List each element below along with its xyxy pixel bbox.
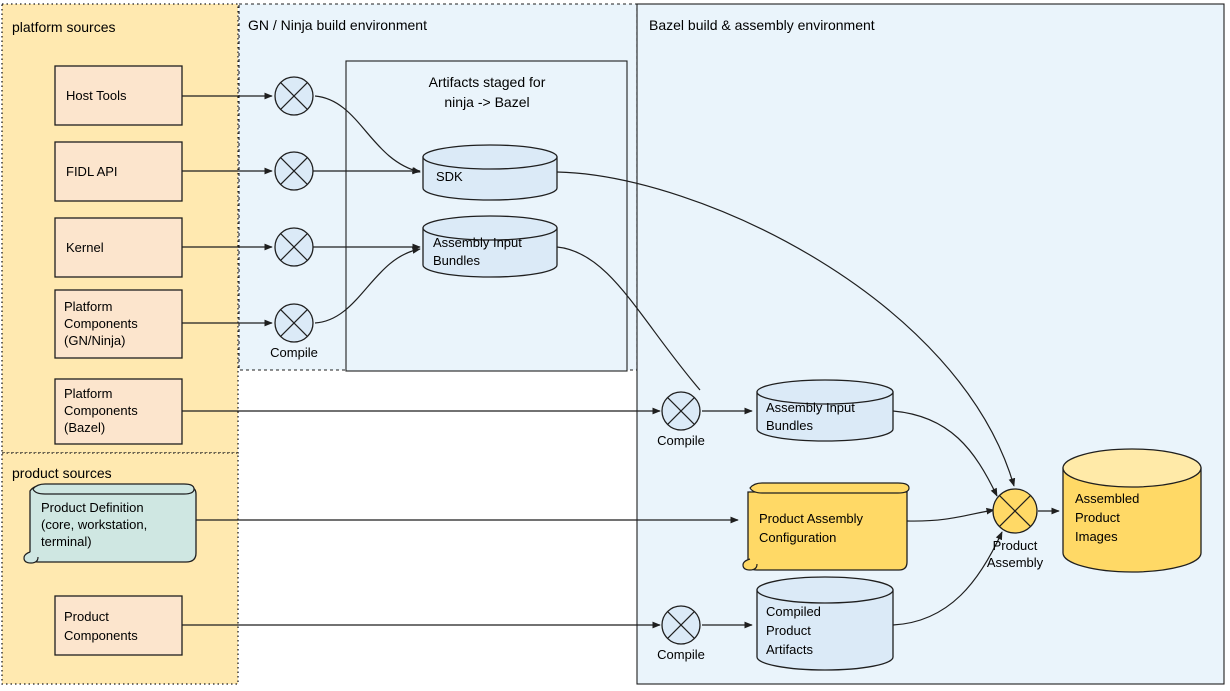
node-product-assembly[interactable]: Product Assembly [987,488,1044,570]
node-compiled-product-artifacts-label-1: Compiled [766,604,821,619]
edge-compile-platform-gn-to-aib [314,247,421,324]
edge-aib-bazel-to-product-assembly [892,410,998,497]
region-bazel-env: Bazel build & assembly environment [636,3,1225,685]
node-assembly-input-bundles-ninja[interactable]: Assembly Input Bundles [422,215,558,278]
region-staged-artifacts-label-line2: ninja -> Bazel [444,94,529,110]
node-platform-components-gn-ninja-label-2: Components [64,316,138,331]
edge-compile-host-tools-to-sdk [314,95,421,174]
node-assembled-product-images-label-2: Product [1075,510,1120,525]
node-product-assembly-label-1: Product [993,538,1038,553]
edge-aib-ninja-to-product-assembly [556,246,701,391]
node-sdk[interactable]: SDK [422,144,558,201]
node-compiled-product-artifacts-label-3: Artifacts [766,642,813,657]
node-product-definition-label-2: (core, workstation, [41,517,147,532]
node-platform-components-gn-ninja-label-3: (GN/Ninja) [64,333,125,348]
node-product-assembly-configuration-label-1: Product Assembly [759,511,864,526]
edge-pac-to-product-assembly [906,507,995,522]
node-platform-components-bazel-label-1: Platform [64,386,112,401]
node-fidl-api[interactable]: FIDL API [54,141,183,202]
node-compiled-product-artifacts[interactable]: Compiled Product Artifacts [756,576,894,671]
node-compile-platform-components-gn-ninja[interactable]: Compile [270,303,318,360]
node-assembled-product-images[interactable]: Assembled Product Images [1062,448,1202,573]
node-assembly-input-bundles-bazel[interactable]: Assembly Input Bundles [756,379,894,442]
node-assembly-input-bundles-bazel-label-1: Assembly Input [766,400,855,415]
node-host-tools-label: Host Tools [66,88,127,103]
node-sdk-label: SDK [436,169,463,184]
region-bazel-env-label: Bazel build & assembly environment [649,17,875,33]
node-assembled-product-images-label-1: Assembled [1075,491,1139,506]
node-product-assembly-configuration[interactable]: Product Assembly Configuration [742,482,910,571]
node-assembly-input-bundles-ninja-label-2: Bundles [433,253,480,268]
node-assembly-input-bundles-bazel-label-2: Bundles [766,418,813,433]
node-fidl-api-label: FIDL API [66,164,118,179]
node-product-components-label-1: Product [64,609,109,624]
node-platform-components-gn-ninja-label-1: Platform [64,299,112,314]
node-product-assembly-configuration-label-2: Configuration [759,530,836,545]
node-kernel[interactable]: Kernel [54,217,183,278]
node-product-components[interactable]: Product Components [54,595,183,656]
node-product-assembly-label-2: Assembly [987,555,1044,570]
node-host-tools[interactable]: Host Tools [54,65,183,126]
node-compile-platform-components-gn-ninja-label: Compile [270,345,318,360]
node-compile-product-components-label: Compile [657,647,705,662]
edge-sdk-to-product-assembly [556,171,1016,487]
node-compiled-product-artifacts-label-2: Product [766,623,811,638]
node-assembled-product-images-label-3: Images [1075,529,1118,544]
node-platform-components-gn-ninja[interactable]: Platform Components (GN/Ninja) [54,289,183,359]
node-compile-platform-components-bazel[interactable]: Compile [657,391,705,448]
region-gn-ninja-env-label: GN / Ninja build environment [248,17,427,33]
node-platform-components-bazel-label-3: (Bazel) [64,420,105,435]
region-platform-sources-label: platform sources [12,19,115,35]
edge-layer [182,92,1060,629]
node-compile-product-components[interactable]: Compile [657,605,705,662]
node-product-definition-label-3: terminal) [41,534,92,549]
edge-cpa-to-product-assembly [892,531,1003,626]
node-product-components-label-2: Components [64,628,138,643]
node-product-definition-label-1: Product Definition [41,500,144,515]
node-compile-host-tools[interactable] [274,76,314,116]
node-kernel-label: Kernel [66,240,104,255]
node-assembly-input-bundles-ninja-label-1: Assembly Input [433,235,522,250]
node-compile-platform-components-bazel-label: Compile [657,433,705,448]
node-compile-kernel[interactable] [274,227,314,267]
region-staged-artifacts-label-line1: Artifacts staged for [429,74,546,90]
node-platform-components-bazel[interactable]: Platform Components (Bazel) [54,378,183,445]
node-compile-fidl-api[interactable] [274,151,314,191]
node-product-definition[interactable]: Product Definition (core, workstation, t… [23,483,197,564]
node-platform-components-bazel-label-2: Components [64,403,138,418]
region-product-sources-label: product sources [12,465,112,481]
